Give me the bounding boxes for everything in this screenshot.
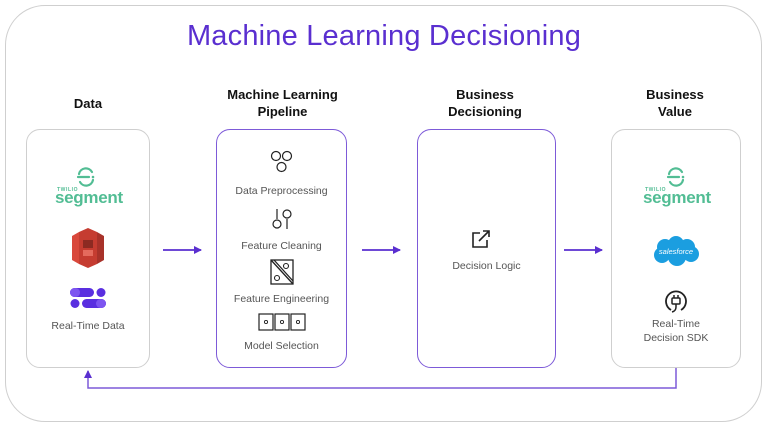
- salesforce-wordmark: salesforce: [659, 247, 693, 256]
- segment-logo-icon: [666, 167, 685, 187]
- split-panel-icon: [270, 259, 294, 285]
- circles-icon: [270, 150, 293, 173]
- heading-business-value: Business Value: [610, 86, 740, 120]
- twilio-wordmark: TWILIO: [57, 187, 79, 193]
- real-time-decision-sdk-label: Real-Time Decision SDK: [611, 317, 741, 345]
- heading-data: Data: [73, 96, 103, 111]
- step-label: Model Selection: [244, 340, 319, 352]
- label-line: Decision SDK: [643, 332, 709, 344]
- decision-logic-label: Decision Logic: [452, 260, 521, 272]
- real-time-data-label: Real-Time Data: [51, 320, 125, 332]
- business-decisioning-box: [417, 129, 556, 368]
- heading-line: Pipeline: [257, 104, 308, 119]
- label-line: Real-Time: [651, 318, 701, 330]
- segment-logo-icon: [76, 167, 95, 187]
- heading-line: Business: [456, 87, 514, 102]
- step-label: Feature Engineering: [233, 293, 330, 305]
- sliders-icon: [272, 209, 292, 229]
- step-label: Data Preprocessing: [235, 185, 328, 197]
- external-link-icon: [472, 230, 490, 248]
- salesforce-logo-icon: salesforce: [654, 236, 699, 266]
- heading-line: Machine Learning: [227, 87, 338, 102]
- real-time-data-logo-icon: [70, 288, 106, 308]
- diagram-title: Machine Learning Decisioning: [186, 20, 582, 52]
- step-label: Feature Cleaning: [241, 240, 322, 252]
- feedback-loop-arrow: [84, 368, 677, 389]
- heading-ml-pipeline: Machine Learning Pipeline: [210, 86, 355, 120]
- heading-line: Value: [658, 104, 692, 119]
- segment-wordmark: segment: [55, 188, 123, 207]
- model-boxes-icon: [258, 313, 306, 331]
- plug-icon: [665, 290, 687, 313]
- heading-line: Decisioning: [448, 104, 522, 119]
- segment-wordmark: segment: [643, 188, 711, 207]
- twilio-wordmark: TWILIO: [645, 187, 667, 193]
- amazon-s3-icon: [72, 228, 104, 268]
- heading-business-decisioning: Business Decisioning: [415, 86, 555, 120]
- ml-pipeline-box: [216, 129, 347, 368]
- heading-line: Business: [646, 87, 704, 102]
